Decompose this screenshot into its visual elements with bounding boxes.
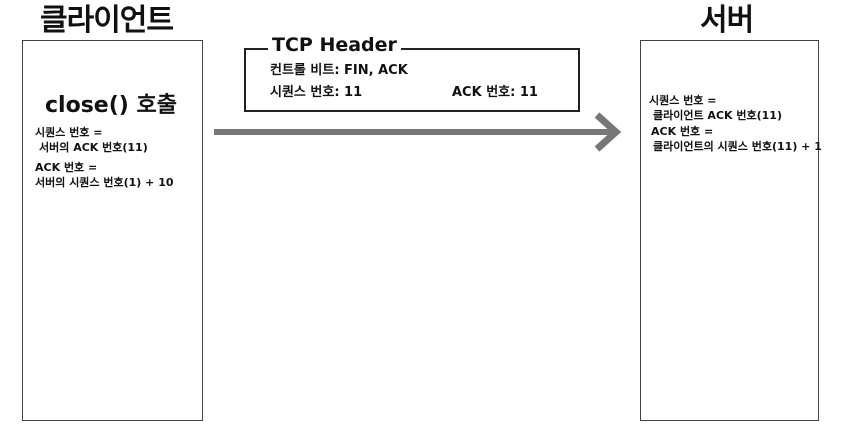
server-seq-value: 클라이언트 ACK 번호(11) [653,109,782,122]
tcp-header-title: TCP Header [268,34,401,56]
client-seq-value: 서버의 ACK 번호(11) [39,141,148,154]
server-box: 시퀀스 번호 = 클라이언트 ACK 번호(11) ACK 번호 = 클라이언트… [640,40,822,421]
client-box: close() 호출 시퀀스 번호 = 서버의 ACK 번호(11) ACK 번… [22,40,203,421]
tcp-header-box: 컨트롤 비트: FIN, ACK 시퀀스 번호: 11 ACK 번호: 11 [244,48,580,112]
server-title: 서버 [700,3,754,38]
client-seq-label: 시퀀스 번호 = [35,126,103,139]
server-seq-label: 시퀀스 번호 = [649,94,717,107]
seq-number-text: 시퀀스 번호: 11 [270,85,363,100]
client-title: 클라이언트 [40,3,174,38]
server-ack-label: ACK 번호 = [651,125,714,138]
control-bits-text: 컨트롤 비트: FIN, ACK [270,63,408,78]
client-ack-value: 서버의 시퀀스 번호(1) + 10 [35,176,174,189]
right-arrow-icon [214,112,622,152]
client-ack-label: ACK 번호 = [35,161,98,174]
ack-number-text: ACK 번호: 11 [452,85,538,100]
server-ack-value: 클라이언트의 시퀀스 번호(11) + 1 [653,140,822,153]
client-heading: close() 호출 [45,93,177,118]
